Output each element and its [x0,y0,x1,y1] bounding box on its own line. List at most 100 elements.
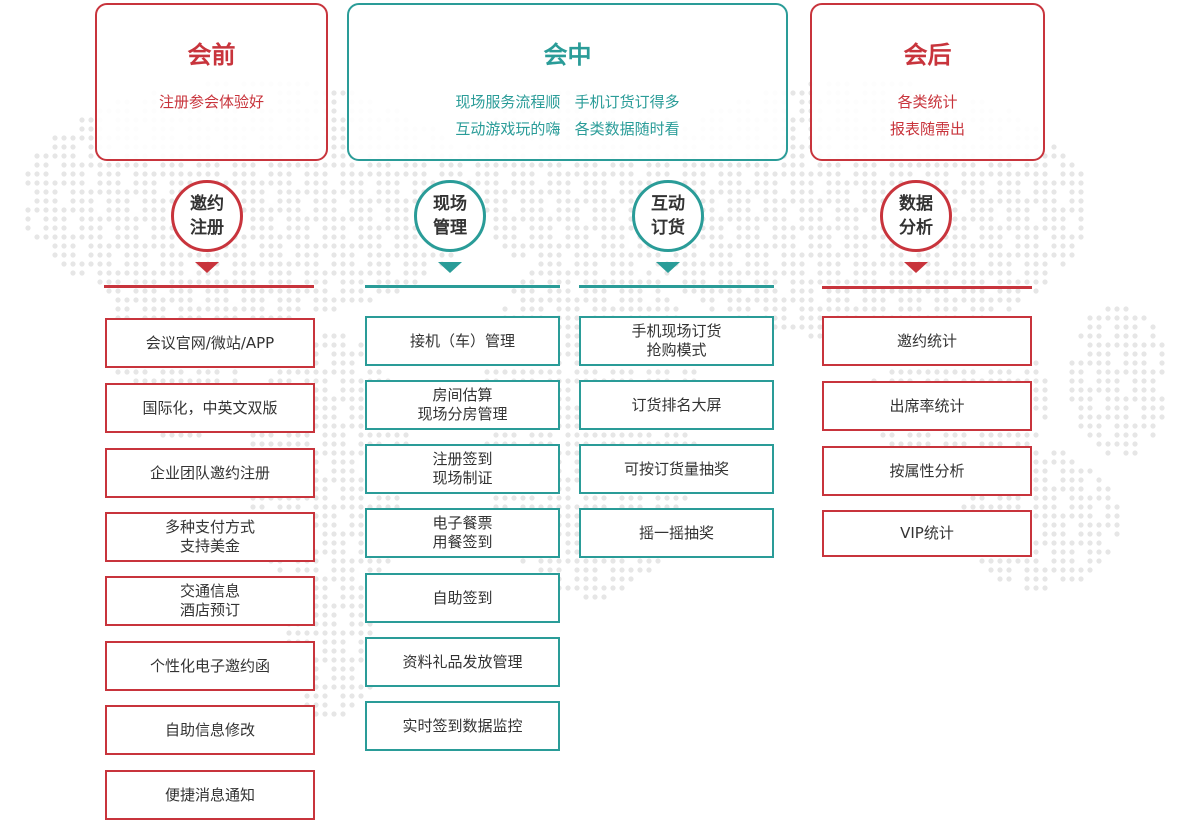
map-dot [295,243,301,249]
map-dot [331,477,337,483]
map-dot [565,396,571,402]
map-dot [619,567,625,573]
badge-pointer [656,262,680,273]
map-dot [1096,333,1102,339]
map-dot [367,567,373,573]
map-dot [1141,396,1147,402]
map-dot [565,378,571,384]
map-dot [934,279,940,285]
map-dot [997,234,1003,240]
map-dot [808,243,814,249]
map-dot [970,288,976,294]
map-dot [277,270,283,276]
map-dot [898,306,904,312]
map-dot [340,126,346,132]
map-dot [790,189,796,195]
map-dot [52,144,58,150]
map-dot [592,279,598,285]
map-dot [943,432,949,438]
map-dot [268,234,274,240]
map-dot [340,243,346,249]
badge-label: 分析 [899,218,933,238]
map-dot [169,243,175,249]
map-dot [646,558,652,564]
map-dot [898,441,904,447]
map-dot [736,216,742,222]
map-dot [88,162,94,168]
map-dot [295,567,301,573]
map-dot [619,162,625,168]
map-dot [1150,342,1156,348]
map-dot [349,414,355,420]
map-dot [133,243,139,249]
map-dot [781,216,787,222]
map-dot [592,432,598,438]
map-dot [655,558,661,564]
map-dot [331,108,337,114]
map-dot [115,180,121,186]
map-dot [565,207,571,213]
map-dot [349,504,355,510]
map-dot [421,162,427,168]
map-dot [799,153,805,159]
map-dot [349,657,355,663]
map-dot [709,243,715,249]
map-dot [529,216,535,222]
map-dot [79,162,85,168]
map-dot [808,315,814,321]
map-dot [313,243,319,249]
map-dot [682,270,688,276]
map-dot [529,495,535,501]
map-dot [160,270,166,276]
map-dot [655,171,661,177]
map-dot [1006,576,1012,582]
map-dot [295,297,301,303]
map-dot [367,207,373,213]
map-dot [133,180,139,186]
phase-post-title: 会后 [903,41,952,69]
map-dot [1060,558,1066,564]
map-dot [529,297,535,303]
map-dot [169,189,175,195]
map-dot [331,252,337,258]
map-dot [205,306,211,312]
map-dot [1078,225,1084,231]
map-dot [151,216,157,222]
map-dot [871,234,877,240]
map-dot [97,243,103,249]
map-dot [1132,423,1138,429]
map-dot [889,171,895,177]
map-dot [115,369,121,375]
map-dot [673,495,679,501]
map-dot [1159,369,1165,375]
map-dot [988,234,994,240]
map-dot [619,558,625,564]
map-dot [871,297,877,303]
map-dot [1069,513,1075,519]
map-dot [988,432,994,438]
map-dot [961,432,967,438]
map-dot [547,243,553,249]
map-dot [367,297,373,303]
map-dot [1060,216,1066,222]
map-dot [1024,198,1030,204]
map-dot [574,378,580,384]
map-dot [556,270,562,276]
map-dot [574,216,580,222]
map-dot [322,594,328,600]
map-dot [1132,387,1138,393]
map-dot [889,162,895,168]
map-dot [1078,396,1084,402]
map-dot [664,495,670,501]
feature-item: 企业团队邀约注册 [105,448,315,498]
map-dot [385,225,391,231]
map-dot [1051,567,1057,573]
map-dot [871,216,877,222]
map-dot [574,360,580,366]
map-dot [358,648,364,654]
map-dot [367,243,373,249]
phase-pre-line-1: 注册参会体验好 [158,93,264,111]
map-dot [898,279,904,285]
map-dot [349,594,355,600]
map-dot [142,270,148,276]
